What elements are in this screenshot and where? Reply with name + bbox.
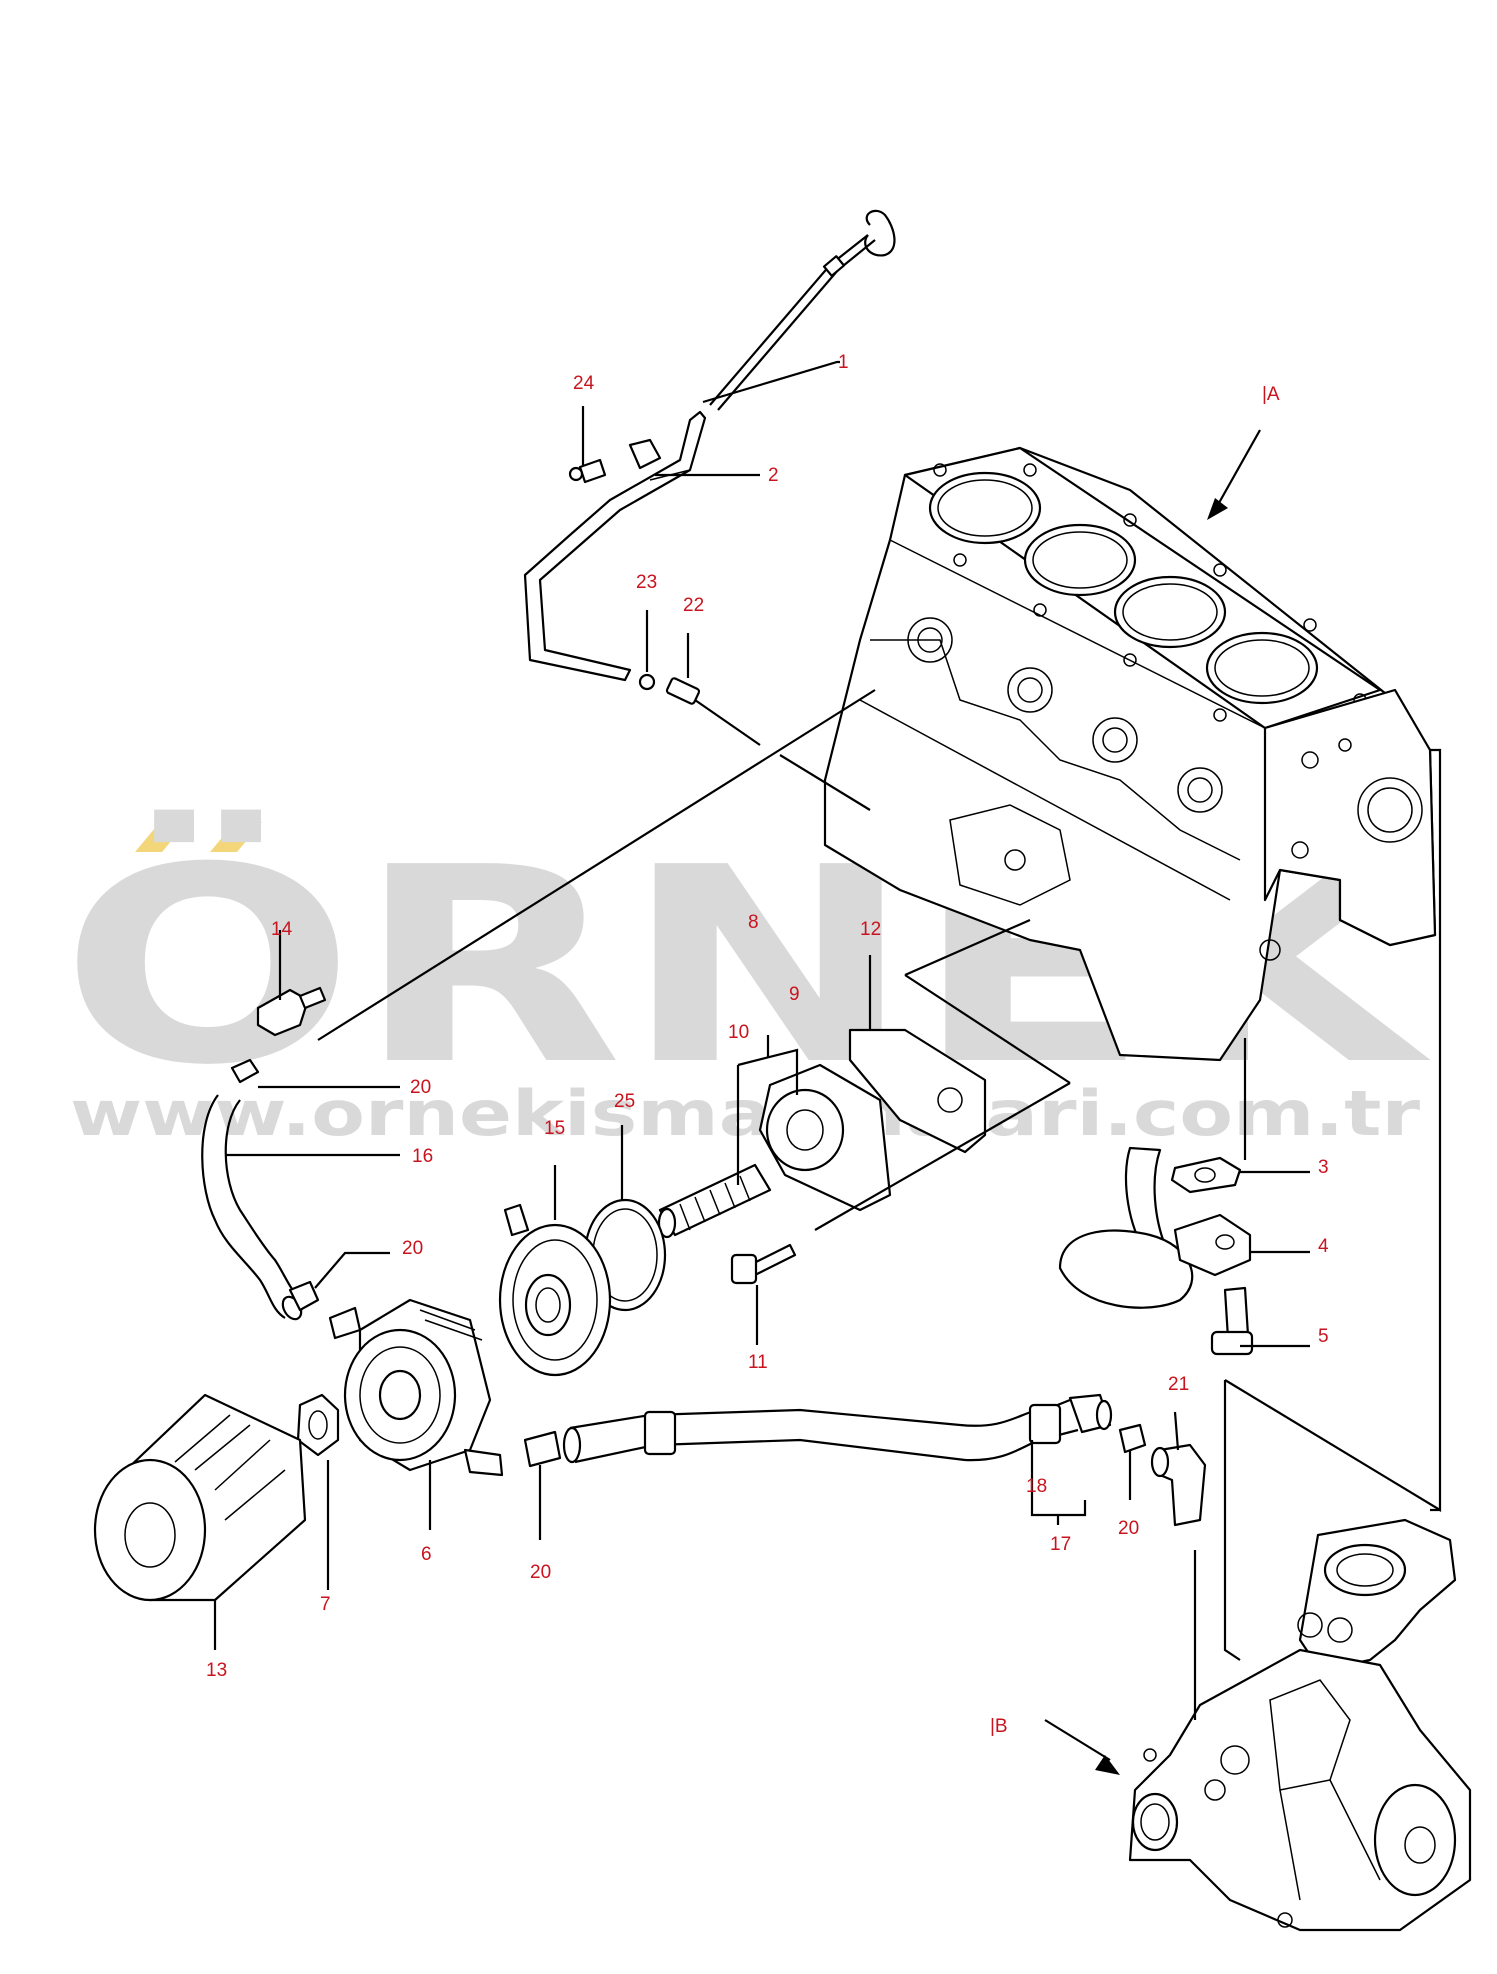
spring-10	[657, 1163, 772, 1239]
watermark-accent-right	[210, 822, 262, 852]
oil-filter-13	[93, 1393, 307, 1602]
nut-7	[296, 1393, 340, 1457]
plug-and-gasket	[638, 673, 701, 705]
arrow-b	[1095, 1755, 1120, 1775]
cooler-plate-15	[498, 1203, 612, 1377]
callout-8: 8	[748, 912, 759, 933]
callout-9: 9	[789, 984, 800, 1005]
gasket-12	[848, 1028, 987, 1154]
watermark-url: www.ornekismakinalari.com.tr	[70, 1077, 1421, 1150]
callout-25: 25	[614, 1091, 635, 1112]
view-label-a: |A	[1262, 384, 1280, 405]
callout-23: 23	[636, 572, 657, 593]
callout-12: 12	[860, 919, 881, 940]
hose-17	[523, 1393, 1147, 1468]
callout-4: 4	[1318, 1236, 1329, 1257]
callout-20-mid: 20	[402, 1238, 423, 1259]
bolt-11	[730, 1243, 797, 1285]
callout-10: 10	[728, 1022, 749, 1043]
oil-cooler-6	[328, 1298, 504, 1477]
callout-11: 11	[748, 1352, 768, 1373]
elbow-21	[1150, 1443, 1207, 1527]
callout-21: 21	[1168, 1374, 1189, 1395]
callout-20-top: 20	[410, 1077, 431, 1098]
watermark-accent-left	[135, 822, 187, 852]
callout-24: 24	[573, 373, 595, 394]
view-label-b: |B	[990, 1716, 1008, 1737]
callout-13: 13	[206, 1660, 227, 1681]
callout-22: 22	[683, 595, 704, 616]
callout-20-bottom: 20	[530, 1562, 551, 1583]
arrow-a	[1207, 498, 1228, 520]
callout-7: 7	[320, 1594, 331, 1615]
callout-5: 5	[1318, 1326, 1329, 1347]
callout-14: 14	[271, 919, 293, 940]
water-pump	[1128, 1518, 1472, 1932]
dipstick-assembly	[523, 209, 896, 682]
callout-16: 16	[412, 1146, 433, 1167]
callout-1: 1	[838, 352, 849, 373]
callout-2: 2	[768, 465, 779, 486]
callout-labels: 1 2 3 4 5 6 7 8 9 10 11 12 13 14 15 16 1…	[206, 352, 1329, 1737]
callout-3: 3	[1318, 1157, 1329, 1178]
callout-15: 15	[544, 1118, 565, 1139]
callout-18: 18	[1026, 1476, 1047, 1497]
callout-6: 6	[421, 1544, 432, 1565]
oil-strainer-group	[1058, 1146, 1254, 1356]
leader-lines	[213, 360, 1442, 1761]
hose-16	[201, 986, 327, 1321]
callout-17: 17	[1050, 1534, 1071, 1555]
callout-20-right: 20	[1118, 1518, 1139, 1539]
engine-block	[823, 446, 1437, 1062]
